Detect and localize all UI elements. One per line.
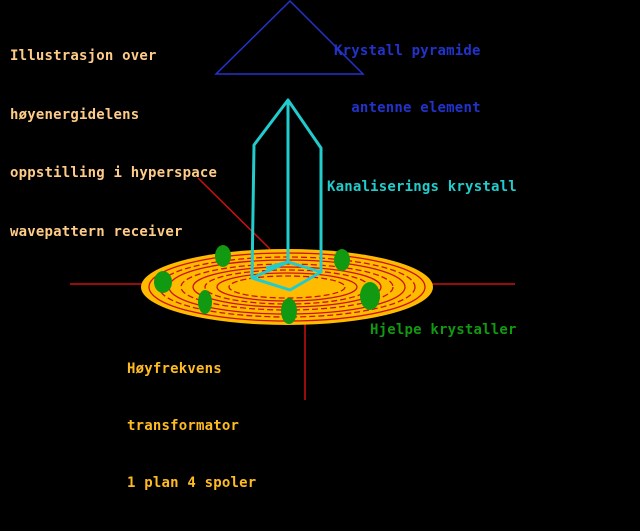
transformer-label: Høyfrekvens transformator 1 plan 4 spole…: [127, 322, 256, 531]
helper-crystals-group: [154, 245, 380, 324]
transformer-coil-ring: [228, 275, 346, 299]
diagram-svg: [70, 0, 515, 400]
crystal-base: [250, 260, 323, 292]
pyramid-label-line-1: Krystall pyramide: [334, 43, 481, 59]
helper-crystal-icon: [154, 271, 172, 293]
transformer-disc-center: [243, 279, 331, 295]
pyramid-icon: [214, 0, 365, 75]
helper-crystal-icon: [360, 282, 380, 310]
title-block: Illustrasjon over høyenergidelens oppsti…: [10, 8, 217, 281]
diagonal-axis: [197, 177, 271, 250]
helper-crystal-icon: [215, 245, 231, 267]
helper-crystals-label: Hjelpe krystaller: [370, 322, 517, 338]
transformer-label-line-1: Høyfrekvens: [127, 361, 222, 377]
pyramid-label-line-2: antenne element: [351, 100, 481, 116]
crystal-icon: [250, 98, 323, 292]
helper-crystal-icon: [198, 290, 212, 314]
title-line-1: Illustrasjon over: [10, 48, 157, 64]
helper-crystal-icon: [334, 249, 350, 271]
helper-crystal-icon: [281, 298, 297, 324]
pyramid-label: Krystall pyramide antenne element: [334, 4, 481, 156]
title-line-4: wavepattern receiver: [10, 223, 183, 240]
title-line-3: oppstilling i hyperspace: [10, 165, 218, 181]
diagram-stage: Illustrasjon over høyenergidelens oppsti…: [10, 0, 517, 491]
transformer-label-line-3: 1 plan 4 spoler: [127, 475, 257, 491]
transformer-disc-icon: [141, 249, 433, 325]
crystal-base-edge: [265, 260, 289, 270]
transformer-label-line-2: transformator: [127, 418, 240, 434]
channeling-crystal-label: Kanaliserings krystall: [327, 179, 517, 195]
title-line-2: høyenergidelens: [10, 106, 140, 123]
